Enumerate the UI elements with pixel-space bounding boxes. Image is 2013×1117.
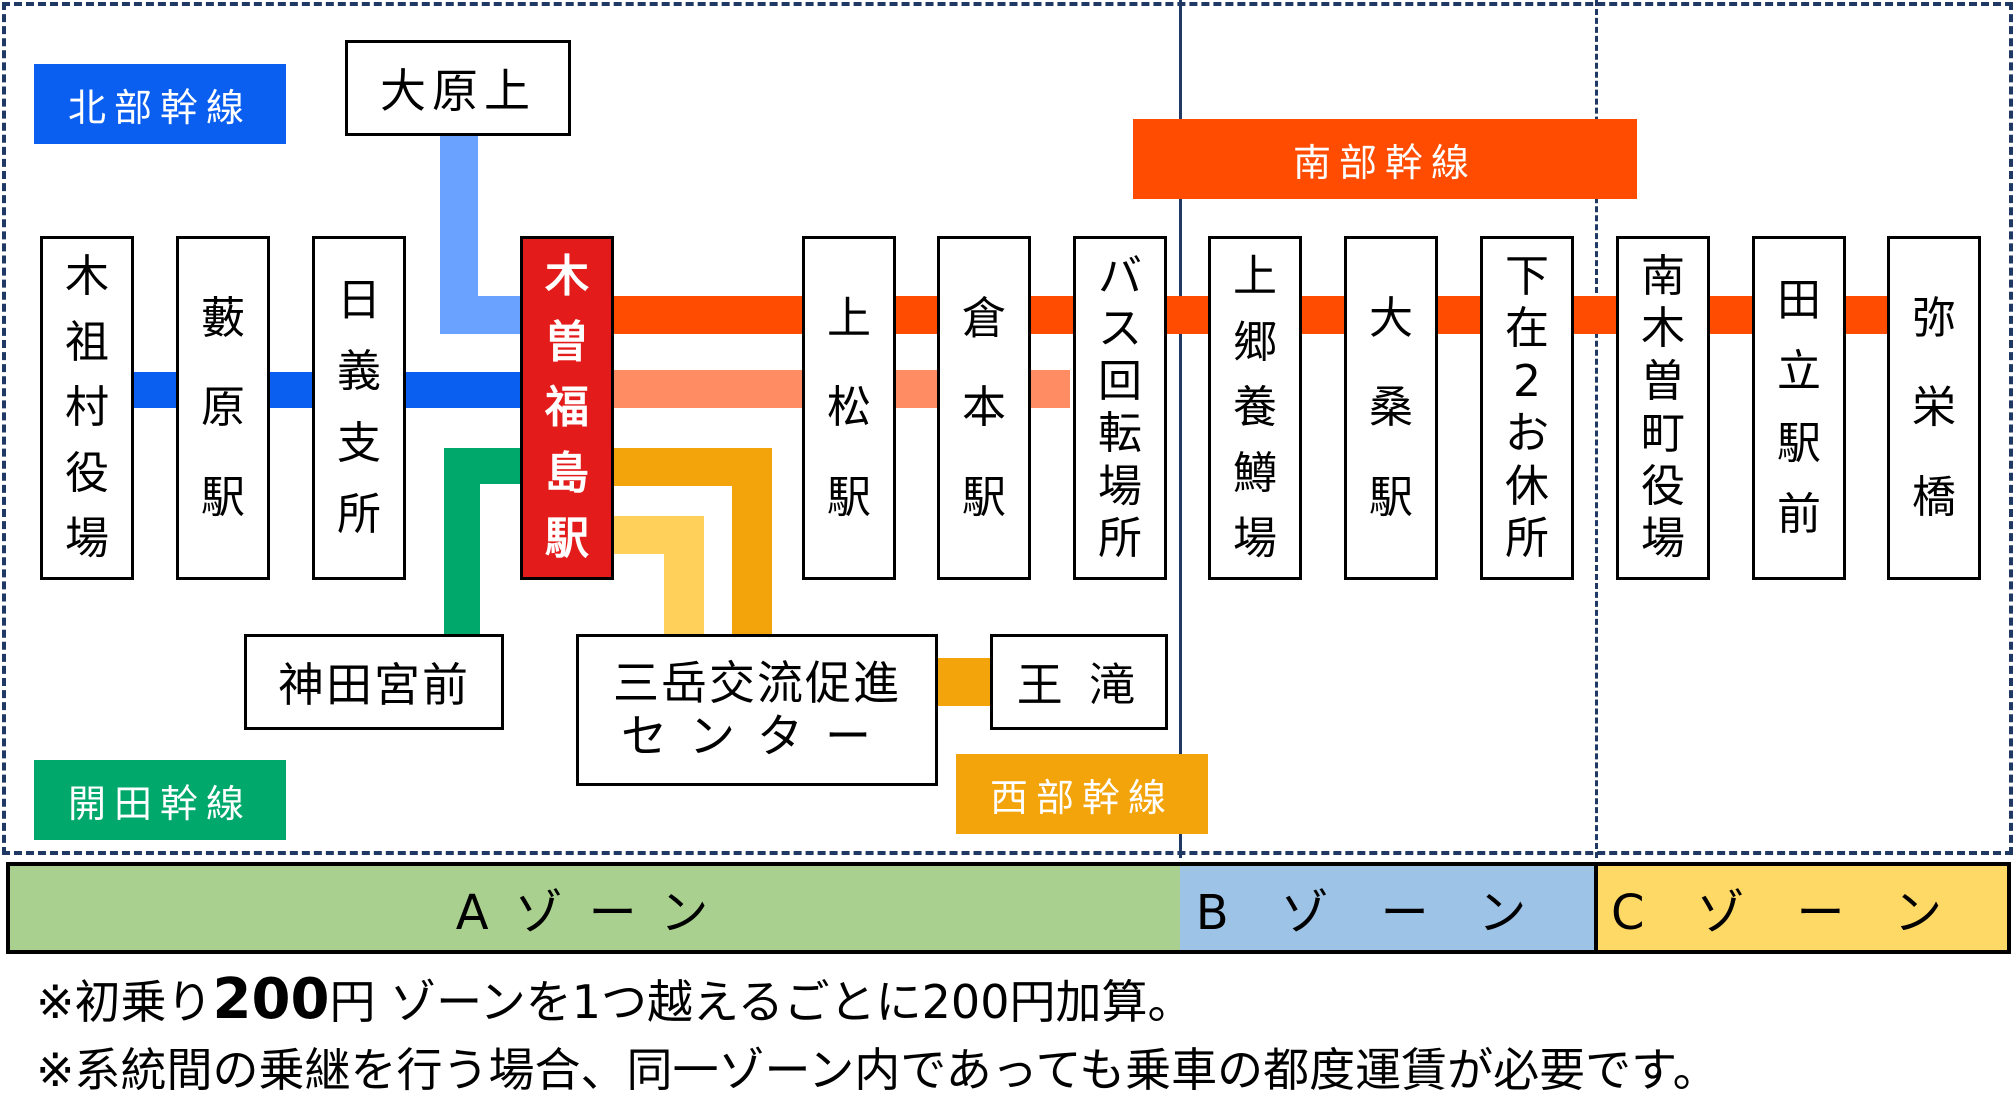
- station-char: 島: [545, 447, 589, 499]
- station-kamiyokoyou[interactable]: 上郷養鱒場: [1208, 236, 1302, 580]
- station-char: 田: [1777, 274, 1821, 326]
- station-agematsu[interactable]: 上松駅: [802, 236, 896, 580]
- station-char: 養: [1233, 382, 1277, 433]
- station-label-line1: 三岳交流促進: [613, 656, 901, 711]
- station-char: 日: [337, 274, 381, 326]
- station-char: 駅: [962, 471, 1006, 523]
- station-char: 転: [1098, 408, 1142, 460]
- station-char: 休: [1505, 460, 1549, 512]
- station-char: 駅: [1777, 417, 1821, 469]
- station-char: 役: [65, 447, 109, 499]
- station-char: 福: [545, 382, 589, 433]
- station-char: 上: [827, 292, 871, 344]
- outaki-connector: [930, 658, 996, 706]
- zone-label: Aゾーン: [455, 885, 735, 941]
- station-char: 栄: [1912, 382, 1956, 433]
- kaida-line-label: 開田幹線: [34, 760, 286, 840]
- station-char: ス: [1098, 303, 1142, 355]
- station-char: 本: [962, 382, 1006, 433]
- transfer-note: ※系統間の乗継を行う場合、同一ゾーン内であっても乗車の都度運賃が必要です。: [36, 1043, 1719, 1097]
- station-char: 下: [1505, 251, 1549, 302]
- station-char: 駅: [1369, 471, 1413, 523]
- station-char: 2: [1513, 355, 1541, 407]
- station-char: 場: [1233, 513, 1277, 564]
- station-kiso-fukushima[interactable]: 木曽福島駅: [520, 236, 614, 580]
- west-line-vertical: [732, 448, 772, 640]
- fare-note: ※初乗り200円 ゾーンを1つ越えるごとに200円加算。: [36, 967, 1194, 1032]
- station-char: 上: [1233, 251, 1277, 302]
- zone-label: Bゾーン: [1195, 885, 1579, 941]
- kaida-line-vertical: [444, 448, 480, 640]
- station-label: 大原上: [380, 64, 536, 118]
- station-char: 町: [1641, 408, 1685, 460]
- station-char: 所: [337, 489, 381, 541]
- station-label-line2: センター: [621, 709, 893, 763]
- station-char: 所: [1505, 512, 1549, 564]
- station-char: 場: [1098, 460, 1142, 512]
- zone-label: Cゾーン: [1610, 885, 1995, 941]
- station-char: 祖: [65, 316, 109, 368]
- station-char: 桑: [1369, 382, 1413, 433]
- station-bus-depot[interactable]: バス回転場所: [1073, 236, 1167, 580]
- west-line-label: 西部幹線: [956, 754, 1208, 834]
- station-label: 王 滝: [1016, 658, 1142, 712]
- station-char: 村: [65, 382, 109, 433]
- station-char: 南: [1641, 251, 1685, 302]
- station-char: 郷: [1233, 316, 1277, 368]
- zone-divider-ab: [1179, 0, 1182, 858]
- station-tadachi[interactable]: 田立駅前: [1752, 236, 1846, 580]
- station-kuramoto[interactable]: 倉本駅: [937, 236, 1031, 580]
- station-char: 駅: [545, 513, 589, 564]
- station-char: お: [1505, 408, 1549, 460]
- station-yabuhara[interactable]: 藪原駅: [176, 236, 270, 580]
- station-nagiso[interactable]: 南木曽町役場: [1616, 236, 1710, 580]
- base-fare: 200: [212, 967, 330, 1032]
- station-yasakae[interactable]: 弥栄橋: [1887, 236, 1981, 580]
- station-char: 鱒: [1233, 447, 1277, 499]
- station-kiso-village[interactable]: 木祖村役場: [40, 236, 134, 580]
- zone-b: Bゾーン: [1180, 862, 1598, 954]
- station-sangaku-center[interactable]: 三岳交流促進 センター: [576, 634, 938, 786]
- station-char: 橋: [1912, 471, 1956, 523]
- station-char: 木: [1641, 303, 1685, 355]
- south-line-label: 南部幹線: [1133, 119, 1637, 199]
- station-ohara-kami[interactable]: 大原上: [345, 40, 571, 136]
- station-char: 支: [337, 417, 381, 469]
- station-char: 場: [65, 513, 109, 564]
- station-char: 大: [1369, 292, 1413, 344]
- station-char: バ: [1098, 251, 1142, 302]
- zone-frame: [2, 2, 2013, 855]
- station-char: 弥: [1912, 292, 1956, 344]
- station-higiri[interactable]: 日義支所: [312, 236, 406, 580]
- station-char: 所: [1098, 512, 1142, 564]
- station-char: 木: [65, 251, 109, 302]
- station-char: 義: [337, 346, 381, 398]
- station-outaki[interactable]: 王 滝: [990, 634, 1168, 730]
- station-char: 駅: [827, 471, 871, 523]
- station-char: 曽: [1641, 355, 1685, 407]
- station-char: 藪: [201, 292, 245, 344]
- station-char: 倉: [962, 292, 1006, 344]
- station-char: 場: [1641, 512, 1685, 564]
- station-char: 駅: [201, 471, 245, 523]
- station-kanda-miyamae[interactable]: 神田宮前: [244, 634, 504, 730]
- station-char: 木: [545, 251, 589, 302]
- west-branch-vertical: [664, 516, 704, 640]
- north-line-label: 北部幹線: [34, 64, 286, 144]
- station-char: 役: [1641, 460, 1685, 512]
- station-char: 曽: [545, 316, 589, 368]
- station-char: 松: [827, 382, 871, 433]
- station-label: 神田宮前: [278, 658, 470, 712]
- station-char: 在: [1505, 303, 1549, 355]
- station-char: 前: [1777, 489, 1821, 541]
- zone-divider-bc: [1595, 0, 1598, 858]
- zone-a: Aゾーン: [6, 862, 1184, 954]
- zone-c: Cゾーン: [1594, 862, 2011, 954]
- station-char: 立: [1777, 346, 1821, 398]
- station-okuwa[interactable]: 大桑駅: [1344, 236, 1438, 580]
- station-char: 回: [1098, 355, 1142, 407]
- station-char: 原: [201, 382, 245, 433]
